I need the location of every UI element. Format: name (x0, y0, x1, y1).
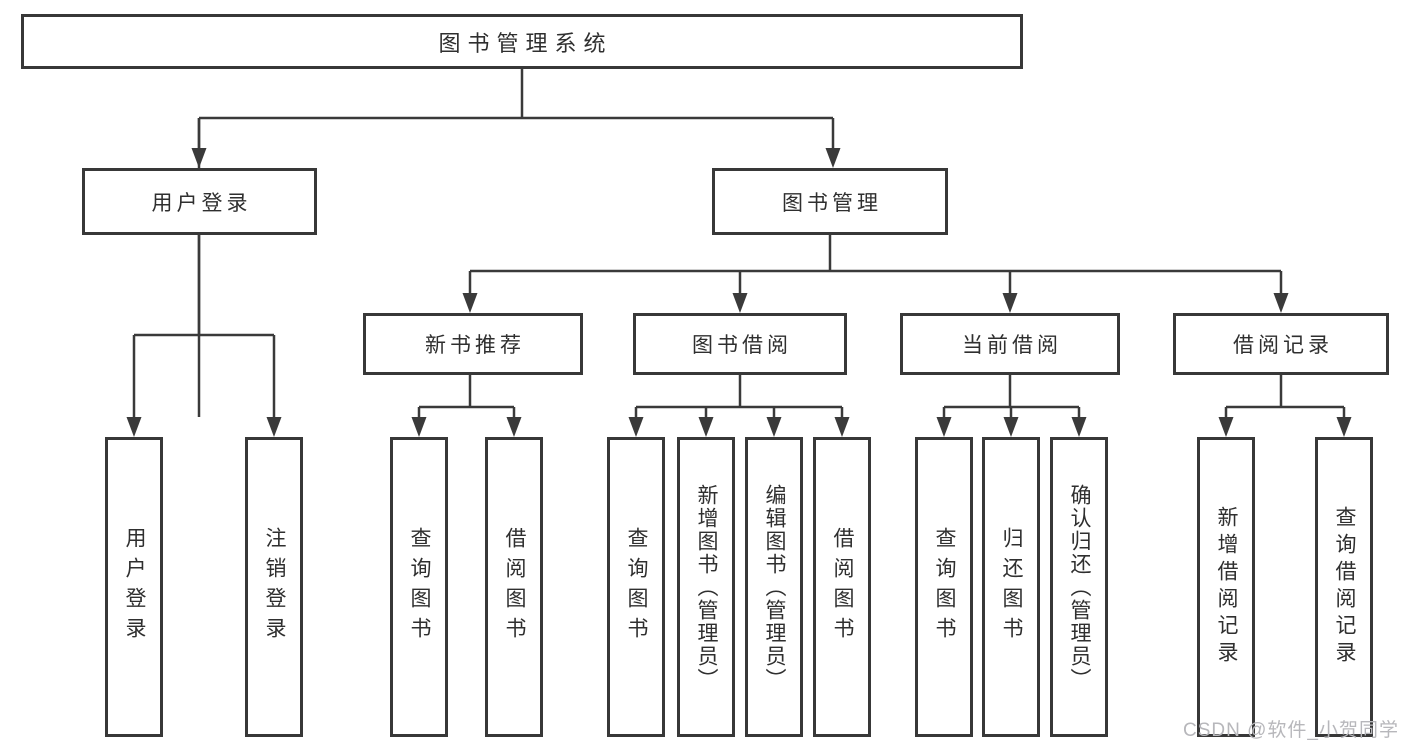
leaf-current-query-books: 查询图书 (915, 437, 973, 737)
leaf-borrow-add-books-admin: 新增图书（管理员） (677, 437, 735, 737)
node-new-book-recommend: 新书推荐 (363, 313, 583, 375)
leaf-logout: 注销登录 (245, 437, 303, 737)
leaf-records-query-record-label: 查询借阅记录 (1333, 506, 1356, 668)
leaf-borrow-add-books-admin-label: 新增图书（管理员） (695, 483, 718, 691)
node-book-borrow: 图书借阅 (633, 313, 847, 375)
leaf-newbook-borrow-books-label: 借阅图书 (503, 527, 526, 647)
node-book-management: 图书管理 (712, 168, 948, 235)
node-user-login-label: 用户登录 (151, 191, 252, 215)
node-library-management-system-label: 图书管理系统 (438, 30, 613, 56)
leaf-borrow-query-books-label: 查询图书 (625, 527, 648, 647)
leaf-current-return-books: 归还图书 (982, 437, 1040, 737)
leaf-user-login: 用户登录 (105, 437, 163, 737)
leaf-current-confirm-return-admin-label: 确认归还（管理员） (1068, 483, 1091, 691)
leaf-records-query-record: 查询借阅记录 (1315, 437, 1373, 737)
node-book-borrow-label: 图书借阅 (692, 334, 792, 357)
leaf-newbook-borrow-books: 借阅图书 (485, 437, 543, 737)
leaf-borrow-edit-books-admin-label: 编辑图书（管理员） (763, 483, 786, 691)
leaf-user-login-label: 用户登录 (123, 527, 146, 647)
leaf-borrow-borrow-books: 借阅图书 (813, 437, 871, 737)
node-borrow-records: 借阅记录 (1173, 313, 1389, 375)
node-user-login: 用户登录 (82, 168, 317, 235)
node-library-management-system: 图书管理系统 (21, 14, 1023, 69)
leaf-borrow-edit-books-admin: 编辑图书（管理员） (745, 437, 803, 737)
csdn-watermark: CSDN @软件_小贺同学 (1183, 720, 1399, 741)
leaf-newbook-query-books: 查询图书 (390, 437, 448, 737)
node-book-management-label: 图书管理 (782, 191, 882, 215)
leaf-current-query-books-label: 查询图书 (933, 527, 956, 647)
leaf-records-add-record-label: 新增借阅记录 (1215, 506, 1238, 668)
node-current-borrow-label: 当前借阅 (962, 334, 1062, 357)
leaf-logout-label: 注销登录 (263, 527, 286, 647)
node-borrow-records-label: 借阅记录 (1233, 334, 1333, 357)
leaf-newbook-query-books-label: 查询图书 (408, 527, 431, 647)
leaf-borrow-query-books: 查询图书 (607, 437, 665, 737)
leaf-borrow-borrow-books-label: 借阅图书 (831, 527, 854, 647)
leaf-current-return-books-label: 归还图书 (1000, 527, 1023, 647)
node-current-borrow: 当前借阅 (900, 313, 1120, 375)
leaf-current-confirm-return-admin: 确认归还（管理员） (1050, 437, 1108, 737)
leaf-records-add-record: 新增借阅记录 (1197, 437, 1255, 737)
node-new-book-recommend-label: 新书推荐 (425, 334, 525, 357)
